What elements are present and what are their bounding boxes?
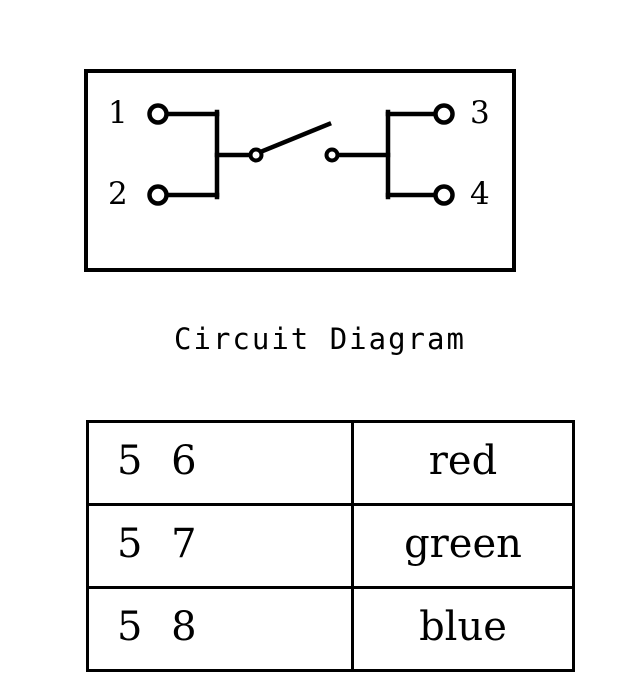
cell-pins: 5 6 — [86, 420, 354, 506]
switch-arm — [255, 121, 332, 156]
cell-color: green — [351, 503, 575, 589]
switch-pivot-node — [248, 147, 264, 163]
cell-color: blue — [351, 586, 575, 672]
terminal-node-1 — [147, 103, 169, 125]
cell-color: red — [351, 420, 575, 506]
terminal-node-3 — [433, 103, 455, 125]
cell-pins: 5 8 — [86, 586, 354, 672]
table-row: 5 8 blue — [86, 586, 575, 672]
terminal-label-4: 4 — [470, 176, 490, 212]
terminal-node-4 — [433, 184, 455, 206]
switch-contact-node — [324, 147, 340, 163]
circuit-diagram — [84, 69, 516, 272]
table-row: 5 6 red — [86, 420, 575, 506]
table-row: 5 7 green — [86, 503, 575, 589]
diagram-border-box — [84, 69, 516, 272]
pin-color-table: 5 6 red 5 7 green 5 8 blue — [86, 420, 575, 672]
terminal-label-3: 3 — [470, 95, 490, 131]
terminal-node-2 — [147, 184, 169, 206]
terminal-label-1: 1 — [108, 95, 128, 131]
circuit-schematic-svg — [147, 103, 455, 206]
terminal-label-2: 2 — [108, 176, 128, 212]
cell-pins: 5 7 — [86, 503, 354, 589]
diagram-caption: Circuit Diagram — [174, 322, 466, 356]
